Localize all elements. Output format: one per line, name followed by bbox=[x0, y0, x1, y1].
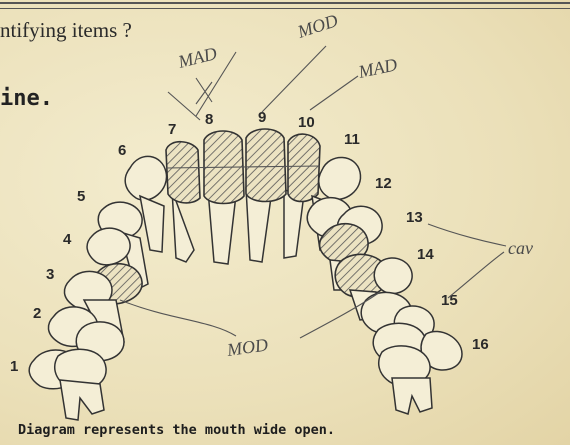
tooth-number-13: 13 bbox=[406, 209, 423, 226]
note-mad-right: MAD bbox=[356, 54, 399, 82]
note-cav: cav bbox=[508, 238, 533, 258]
tooth-number-11: 11 bbox=[344, 131, 360, 148]
tooth-number-7: 7 bbox=[168, 121, 176, 138]
tooth-number-8: 8 bbox=[205, 111, 213, 128]
tooth-10-filled bbox=[288, 134, 320, 201]
left-teeth bbox=[29, 156, 166, 420]
note-mod-bottom: MOD bbox=[225, 334, 269, 360]
tooth-number-4: 4 bbox=[63, 231, 72, 248]
tooth-number-5: 5 bbox=[77, 188, 85, 205]
figure-caption: Diagram represents the mouth wide open. bbox=[18, 422, 335, 438]
note-mad-left: MAD bbox=[175, 43, 219, 72]
tooth-number-2: 2 bbox=[33, 305, 41, 322]
tooth-number-16: 16 bbox=[472, 336, 489, 353]
incisor-teeth bbox=[166, 129, 320, 264]
tooth-number-1: 1 bbox=[10, 358, 18, 375]
note-mod-top: MOD bbox=[294, 10, 340, 42]
tooth-number-14: 14 bbox=[417, 246, 434, 263]
tooth-number-10: 10 bbox=[298, 114, 315, 131]
tooth-number-12: 12 bbox=[375, 175, 392, 192]
tooth-9-filled bbox=[246, 129, 286, 202]
tooth-number-15: 15 bbox=[441, 292, 458, 309]
right-teeth bbox=[307, 157, 462, 414]
tooth-number-6: 6 bbox=[118, 142, 126, 159]
tooth-7-filled bbox=[166, 142, 200, 203]
tooth-number-3: 3 bbox=[46, 266, 54, 283]
